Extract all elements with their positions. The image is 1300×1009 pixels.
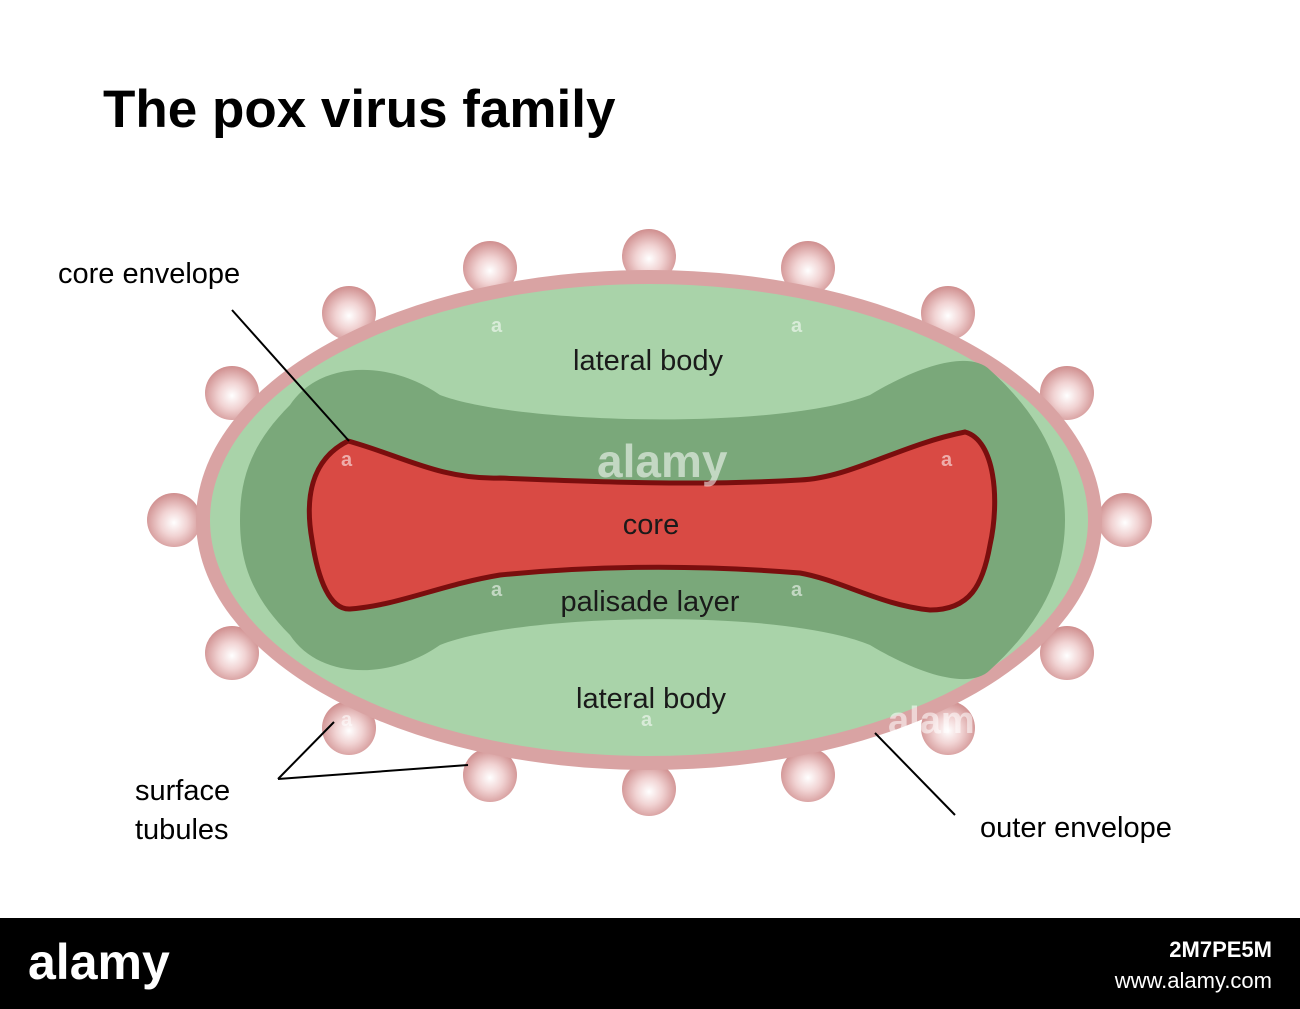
label-surface-tubules-line1: surface (135, 775, 230, 807)
label-surface-tubules-line2: tubules (135, 814, 229, 846)
core-region (306, 429, 998, 613)
watermark-tile: a (341, 709, 353, 731)
surface-tubule (1040, 366, 1094, 420)
leader-line-surface-tubules-b (277, 764, 469, 780)
surface-tubule (322, 701, 376, 755)
label-core: core (623, 509, 679, 541)
surface-tubule (921, 701, 975, 755)
watermark-tile: a (491, 579, 503, 601)
footer-url: www.alamy.com (1114, 968, 1272, 993)
surface-tubule (147, 493, 201, 547)
leader-line-surface-tubules-a (277, 721, 335, 780)
surface-tubule (463, 748, 517, 802)
label-core-envelope: core envelope (58, 258, 240, 290)
watermark-tile: a (491, 315, 503, 337)
footer-image-id: 2M7PE5M (1169, 937, 1272, 962)
surface-tubule (781, 241, 835, 295)
center-watermark: alamy (597, 435, 728, 487)
surface-tubule (463, 241, 517, 295)
leader-line-outer-envelope (874, 732, 956, 816)
watermark-tile: a (641, 709, 653, 731)
surface-tubule (622, 762, 676, 816)
surface-tubule (1098, 493, 1152, 547)
watermark-tile: a (341, 449, 353, 471)
label-outer-envelope: outer envelope (980, 812, 1172, 844)
surface-tubule (622, 229, 676, 283)
diagram-title: The pox virus family (103, 80, 616, 139)
label-lateral-body-bottom: lateral body (576, 683, 726, 715)
watermark-tile: a (791, 579, 803, 601)
label-palisade-layer: palisade layer (561, 586, 740, 618)
label-lateral-body-top: lateral body (573, 345, 723, 377)
footer-bar (0, 918, 1300, 1009)
surface-tubule (1040, 626, 1094, 680)
surface-tubules (147, 229, 1152, 816)
watermark-tiles: a a a a a a a a (341, 315, 953, 731)
footer-brand: alamy (28, 934, 170, 990)
side-watermark: alamy (888, 700, 996, 742)
watermark-tile: a (941, 449, 953, 471)
surface-tubule (205, 626, 259, 680)
watermark-tile: a (791, 315, 803, 337)
surface-tubule (781, 748, 835, 802)
leader-line-core-envelope (231, 309, 350, 442)
